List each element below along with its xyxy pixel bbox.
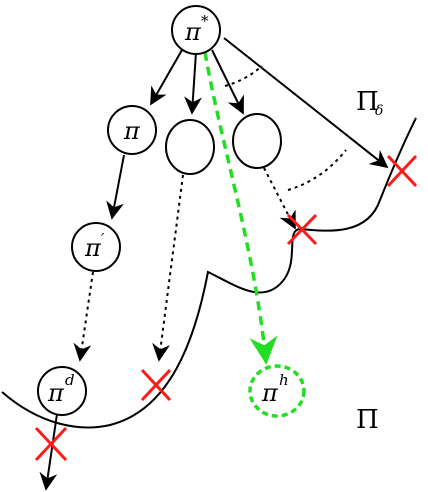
- node-pi-star-sup: *: [201, 12, 209, 30]
- dotted-arc-upper: [224, 65, 263, 87]
- node-pi-h-sup: h: [279, 371, 289, 389]
- node-pi: π: [107, 105, 157, 155]
- node-unlabeled-a-circle: [165, 119, 215, 175]
- node-pi-d: π d: [37, 366, 87, 416]
- node-pi-prime-label: π: [84, 234, 102, 262]
- node-pi-d-circle: [37, 366, 87, 416]
- cross-mark-node-b: [286, 213, 318, 246]
- node-pi-h-label: π: [261, 379, 279, 407]
- region-pi-main-base: Π: [356, 405, 379, 435]
- node-unlabeled-b: [232, 113, 282, 169]
- edge-pistar-to-pi: [150, 49, 183, 106]
- node-pi-d-label: π: [47, 379, 65, 407]
- node-unlabeled-b-circle: [232, 113, 282, 169]
- node-pi-d-sup: d: [65, 371, 75, 389]
- edge-pistar-to-node-b: [211, 49, 244, 115]
- node-pi-prime-circle: [71, 222, 121, 272]
- edge-pistar-to-node-a: [184, 51, 203, 115]
- edge-pistar-to-region-cross: [223, 37, 389, 169]
- node-pi-prime-sup: ′: [101, 230, 105, 248]
- node-pi-label: π: [123, 117, 141, 145]
- region-pi-delta-sub: δ: [375, 103, 383, 119]
- node-pi-circle: [107, 105, 157, 155]
- edge-pid-exit: [39, 413, 58, 491]
- dotted-arc-lower: [287, 149, 347, 191]
- green-dashed-pistar-to-pih: [203, 51, 278, 365]
- pi-boundary-curve: [1, 117, 417, 429]
- dotted-node-a-down: [152, 174, 184, 362]
- region-pi-delta-base: Π: [356, 87, 379, 117]
- node-unlabeled-a: [165, 119, 215, 175]
- cross-mark-pi-d: [34, 426, 68, 462]
- node-pi-star-circle: [171, 5, 221, 55]
- node-pi-h: π h: [248, 364, 306, 418]
- region-label-pi-delta: Π δ: [356, 87, 383, 119]
- edge-pi-to-piprime: [106, 154, 125, 220]
- cross-mark-node-a: [140, 368, 172, 402]
- dotted-piprime-to-pid: [73, 271, 94, 362]
- region-label-pi: Π: [356, 405, 379, 435]
- node-pi-prime: π ′: [71, 222, 121, 272]
- node-pi-h-circle: [248, 364, 306, 418]
- node-pi-star-label: π: [184, 18, 202, 46]
- node-pi-star: π *: [171, 5, 221, 55]
- cross-mark-region-delta: [386, 154, 418, 188]
